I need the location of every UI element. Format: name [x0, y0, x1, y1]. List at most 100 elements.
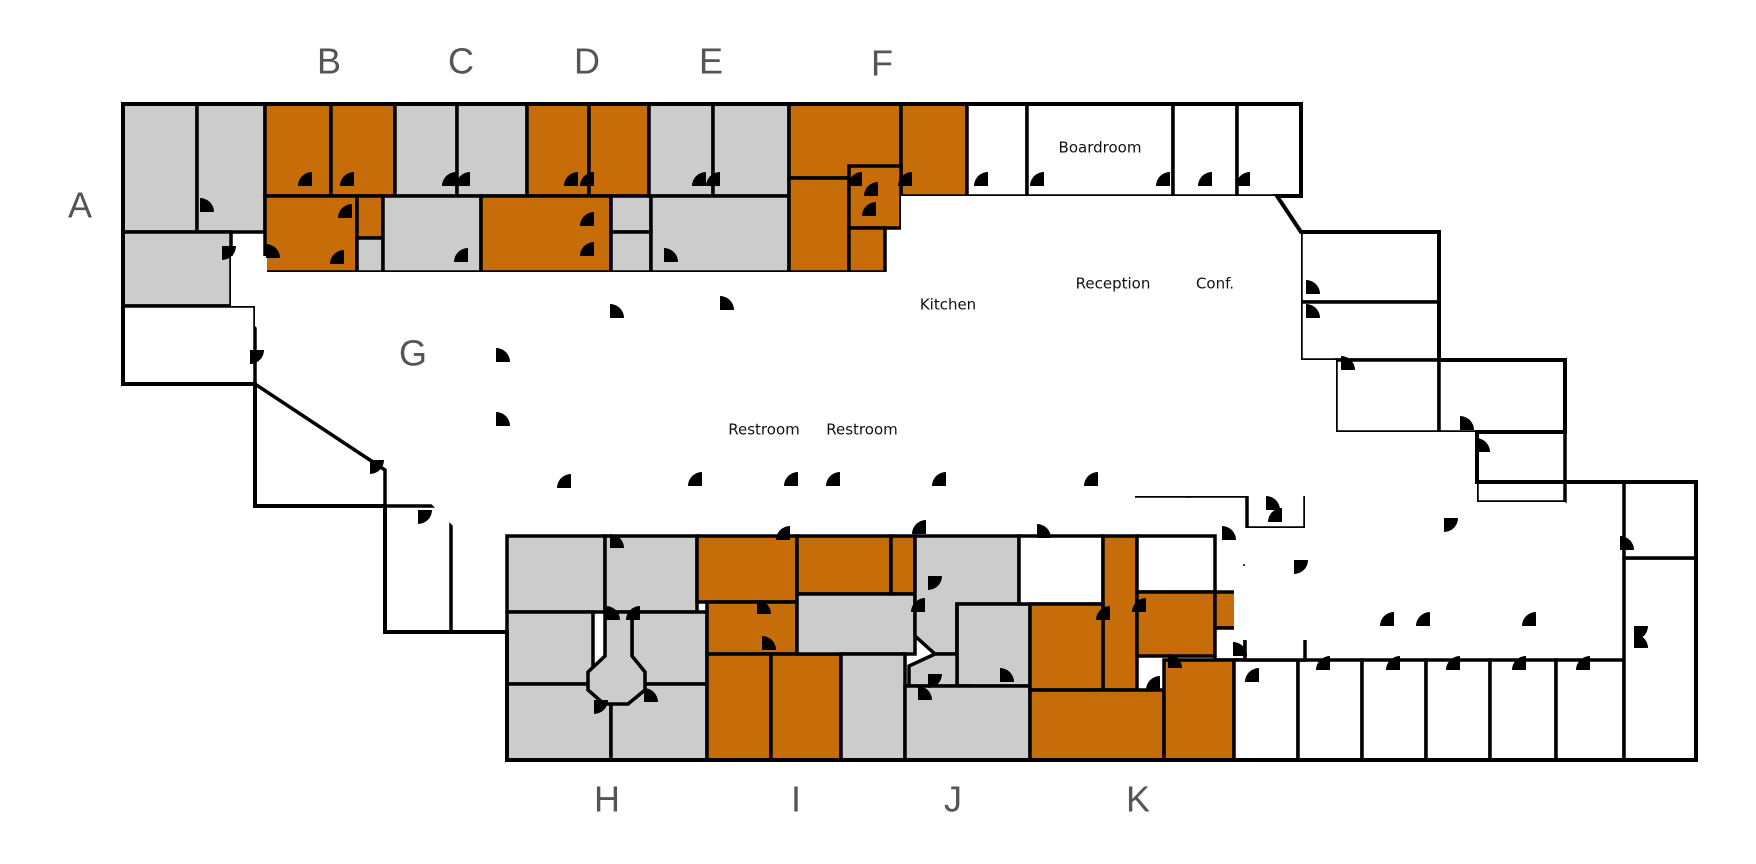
zone-label-k: K — [1126, 779, 1150, 820]
room-i6[interactable] — [769, 652, 843, 762]
door-swing-icon — [1620, 536, 1634, 550]
door-swing-icon — [720, 296, 734, 310]
door-swing-icon — [928, 674, 942, 688]
room-se4[interactable] — [1424, 658, 1492, 762]
room-f3[interactable] — [787, 176, 851, 274]
door-swing-icon — [557, 474, 571, 488]
door-swing-icon — [298, 172, 312, 186]
door-swing-icon — [1341, 356, 1355, 370]
door-swings — [200, 172, 1648, 714]
room-i4[interactable] — [705, 600, 799, 656]
door-swing-icon — [1146, 676, 1160, 690]
label-restroom-2: Restroom — [826, 421, 897, 439]
room-e-5[interactable] — [1475, 430, 1567, 504]
room-d4[interactable] — [609, 194, 653, 234]
room-k8[interactable] — [1028, 688, 1166, 762]
door-swing-icon — [784, 472, 798, 486]
room-e-4[interactable] — [1437, 358, 1567, 434]
door-swing-icon — [898, 172, 912, 186]
corridors — [231, 196, 1600, 640]
room-a2[interactable] — [195, 102, 267, 234]
room-h-pod[interactable] — [586, 610, 647, 706]
room-e-1[interactable] — [1299, 230, 1441, 304]
zone-label-i: I — [791, 779, 801, 820]
room-h3[interactable] — [505, 610, 595, 686]
door-swing-icon — [580, 212, 594, 226]
door-swing-icon — [496, 348, 510, 362]
door-swing-icon — [932, 472, 946, 486]
door-swing-icon — [1156, 172, 1170, 186]
door-swing-icon — [706, 172, 720, 186]
room-h1[interactable] — [505, 534, 607, 614]
room-k1[interactable] — [1017, 534, 1105, 606]
zone-label-d: D — [574, 41, 600, 82]
room-e2[interactable] — [711, 102, 791, 198]
door-swing-icon — [1306, 280, 1320, 294]
door-swing-icon — [418, 510, 432, 524]
door-swing-icon — [1416, 612, 1430, 626]
room-j2[interactable] — [955, 602, 1032, 688]
room-k9[interactable] — [1162, 658, 1236, 762]
door-swing-icon — [594, 700, 608, 714]
door-swing-icon — [456, 172, 470, 186]
room-west-2[interactable] — [383, 504, 453, 634]
door-swing-icon — [1222, 526, 1236, 540]
door-swing-icon — [200, 198, 214, 212]
door-swing-icon — [1316, 656, 1330, 670]
room-a3[interactable] — [121, 230, 233, 308]
room-k3[interactable] — [1028, 602, 1105, 692]
room-boardroom[interactable] — [1025, 102, 1175, 198]
door-swing-icon — [626, 606, 640, 620]
room-i5[interactable] — [705, 652, 773, 762]
room-f5[interactable] — [847, 226, 887, 274]
zone-labels: A B C D E F G H I J K — [68, 41, 1150, 820]
room-d5[interactable] — [609, 230, 653, 274]
room-a4[interactable] — [121, 304, 257, 386]
door-swing-icon — [762, 636, 776, 650]
room-i1[interactable] — [695, 534, 799, 604]
room-d3[interactable] — [479, 194, 613, 274]
door-swing-icon — [1233, 642, 1247, 656]
room-se3[interactable] — [1360, 658, 1428, 762]
room-i8[interactable] — [839, 652, 907, 762]
door-swing-icon — [1306, 304, 1320, 318]
door-swing-icon — [1634, 634, 1648, 648]
door-swing-icon — [266, 244, 280, 258]
door-swing-icon — [610, 534, 624, 548]
zone-label-a: A — [68, 185, 92, 226]
label-kitchen: Kitchen — [920, 296, 976, 314]
label-boardroom: Boardroom — [1059, 139, 1142, 157]
room-a1[interactable] — [121, 102, 199, 234]
room-h2[interactable] — [603, 534, 699, 614]
room-d1[interactable] — [525, 102, 591, 198]
room-b5[interactable] — [355, 236, 385, 274]
room-se7[interactable] — [1622, 556, 1698, 762]
door-swing-icon — [664, 248, 678, 262]
door-swing-icon — [496, 412, 510, 426]
door-swing-icon — [1245, 668, 1259, 682]
room-e-3[interactable] — [1334, 358, 1441, 434]
room-se5[interactable] — [1488, 658, 1558, 762]
exterior-walls — [121, 102, 1698, 762]
door-swing-icon — [1446, 656, 1460, 670]
door-swing-icon — [776, 526, 790, 540]
room-i2[interactable] — [795, 534, 893, 596]
door-swing-icon — [340, 172, 354, 186]
room-e-2[interactable] — [1299, 300, 1441, 362]
room-k4[interactable] — [1135, 534, 1217, 594]
room-se1[interactable] — [1232, 658, 1300, 762]
room-k5[interactable] — [1135, 590, 1217, 658]
room-b1[interactable] — [263, 102, 333, 198]
room-d2[interactable] — [587, 102, 651, 198]
room-i3[interactable] — [889, 534, 917, 596]
room-se2[interactable] — [1296, 658, 1364, 762]
label-reception: Reception — [1076, 275, 1151, 293]
door-swing-icon — [862, 202, 876, 216]
room-i7[interactable] — [795, 592, 917, 656]
zone-label-b: B — [317, 41, 341, 82]
room-se6[interactable] — [1554, 658, 1626, 762]
room-se8[interactable] — [1622, 480, 1698, 560]
zone-label-e: E — [699, 41, 723, 82]
room-b4[interactable] — [355, 194, 385, 240]
door-swing-icon — [580, 172, 594, 186]
